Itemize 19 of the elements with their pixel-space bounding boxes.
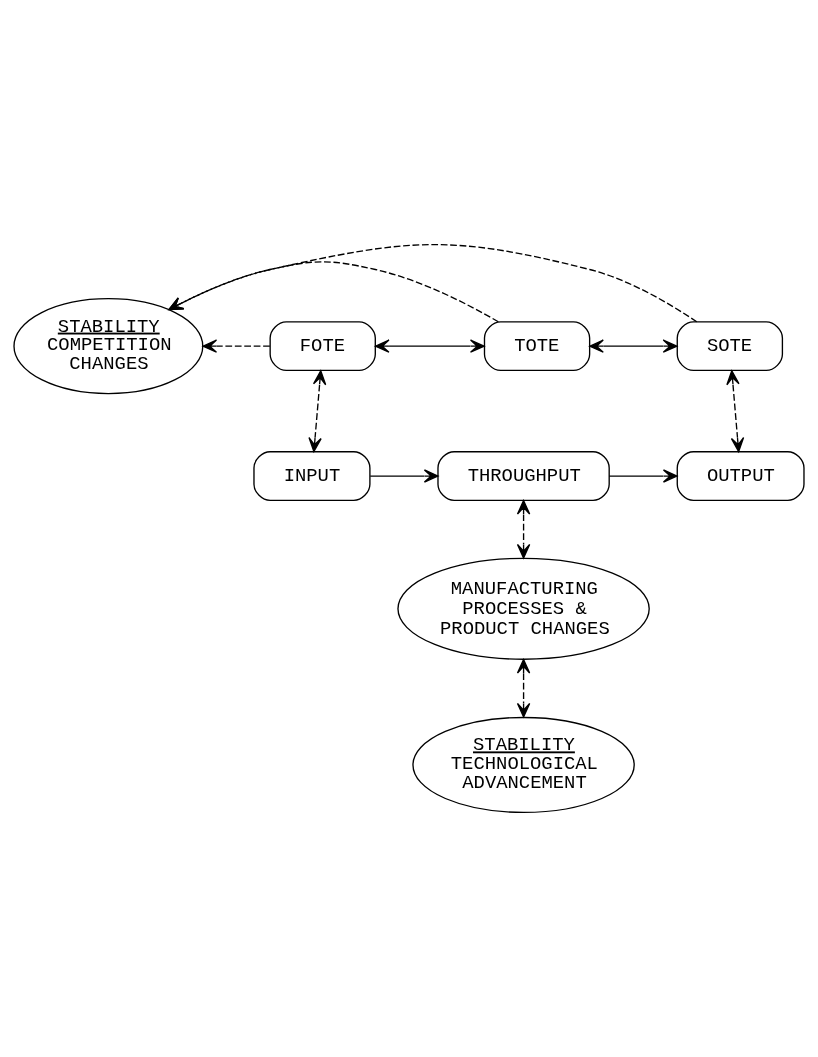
arrow: [726, 370, 745, 453]
node-box: INPUT: [253, 451, 371, 501]
node-box: OUTPUT: [676, 451, 805, 501]
node-ellipse: STABILITY TECHNOLOGICAL ADVANCEMENT: [412, 716, 635, 814]
node-box: THROUGHPUT: [437, 451, 610, 501]
arrow: [168, 243, 698, 323]
node-box: SOTE: [676, 321, 784, 372]
arrow: [608, 469, 678, 483]
node-box: TOTE: [483, 321, 591, 372]
arrow: [308, 370, 327, 453]
arrow: [374, 339, 485, 353]
arrow: [202, 339, 271, 353]
node-ellipse: MANUFACTURING PROCESSES & PRODUCT CHANGES: [397, 557, 650, 660]
node-box: FOTE: [269, 321, 376, 372]
arrow: [516, 658, 531, 718]
arrow: [168, 261, 499, 323]
arrow: [369, 469, 439, 483]
arrow: [516, 499, 531, 559]
arrow: [589, 339, 678, 353]
